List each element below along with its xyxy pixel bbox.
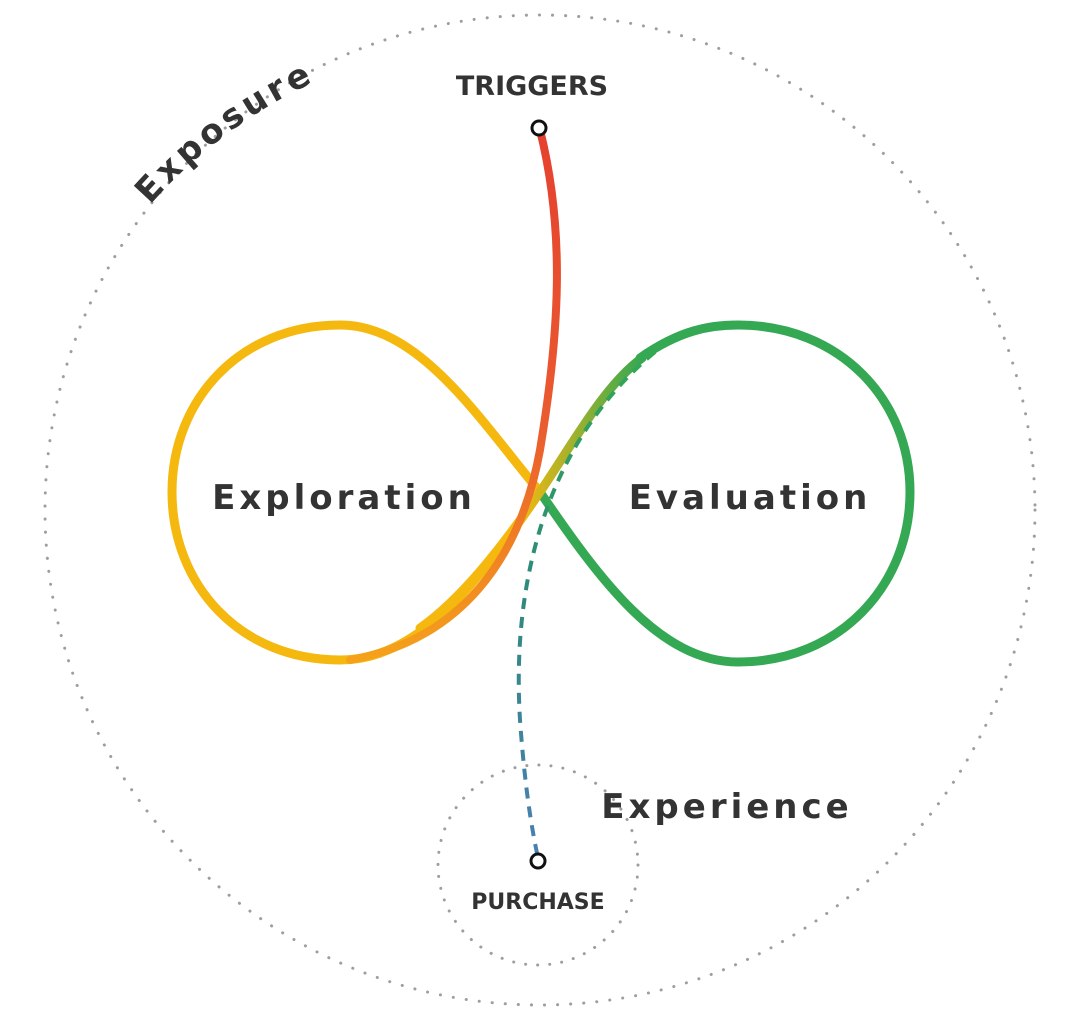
purchase-label: PURCHASE — [471, 890, 604, 915]
trigger-node — [530, 119, 548, 137]
purchase-node — [529, 852, 547, 870]
triggers-label: TRIGGERS — [456, 71, 608, 102]
exposure-boundary — [43, 13, 1037, 1007]
exposure-label: Exposure — [127, 53, 320, 211]
experience-boundary — [436, 763, 640, 967]
purchase-path — [516, 350, 657, 859]
exploration-label: Exploration — [212, 478, 476, 518]
crossing-segment — [415, 353, 647, 633]
experience-label: Experience — [601, 787, 852, 827]
trigger-line — [346, 126, 561, 664]
evaluation-label: Evaluation — [629, 478, 872, 518]
evaluation-loop — [535, 320, 915, 667]
